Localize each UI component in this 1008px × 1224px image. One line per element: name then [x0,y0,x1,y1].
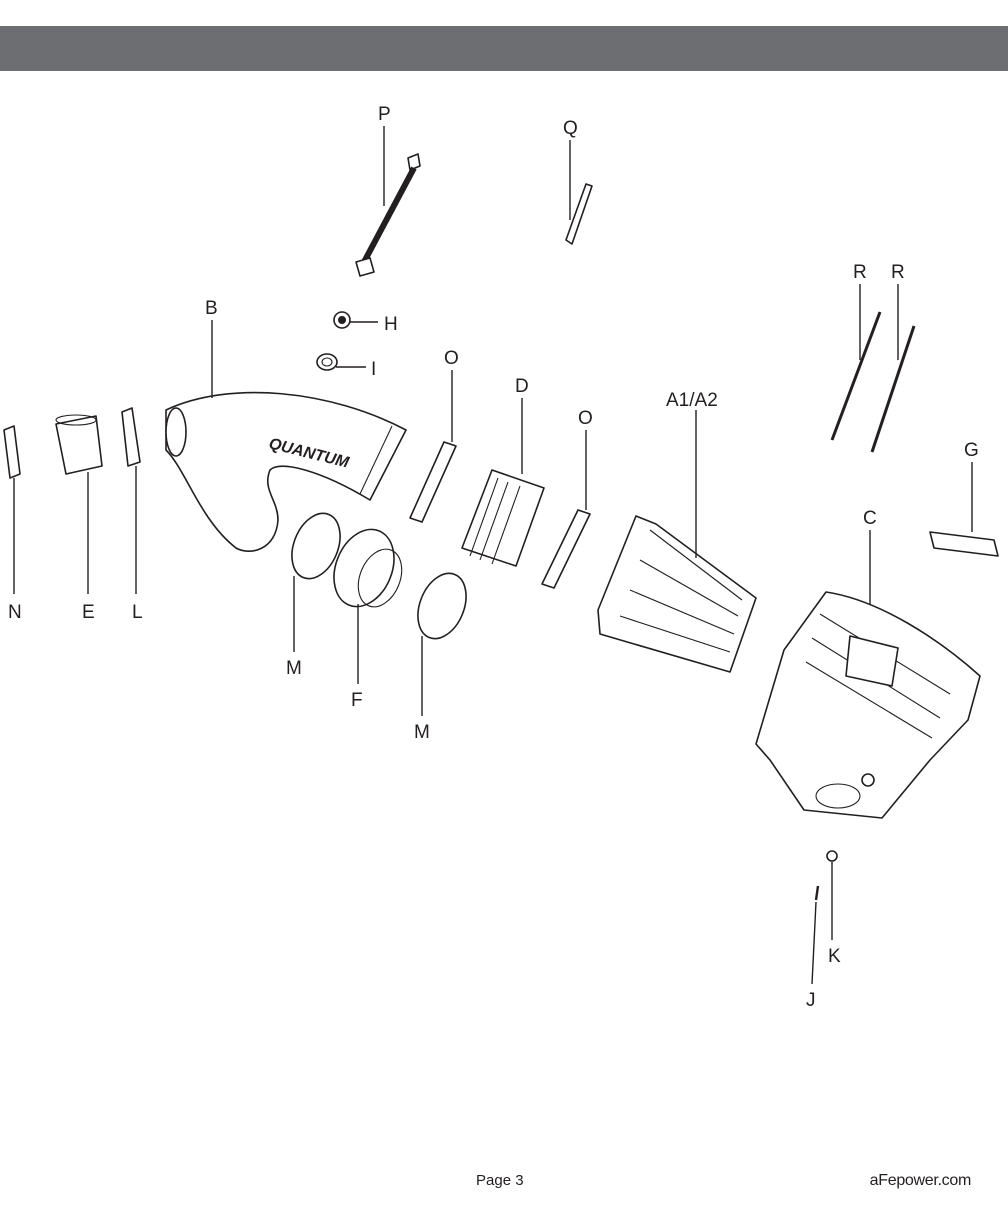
part-e-coupler [55,414,103,475]
callout-d: D [515,376,529,397]
part-k-washer [826,850,838,862]
part-p-harness [355,153,421,277]
part-b-intake-tube: QUANTUM [165,391,407,552]
callout-c: C [863,508,877,529]
callout-o-1: O [444,348,459,369]
part-j-screw [814,885,820,901]
callout-r-1: R [853,262,867,283]
part-i-grommet [316,353,338,371]
callout-b: B [205,298,218,319]
part-m-clamp-1 [291,512,341,580]
part-n-cap [3,425,21,479]
callout-j: J [806,990,816,1011]
header-bar [0,26,1008,71]
leader-lines [13,126,973,985]
callout-m-1: M [286,658,302,679]
footer-website[interactable]: aFepower.com [869,1172,972,1189]
callout-h: H [384,314,398,335]
part-o-gasket-1 [409,441,457,523]
part-a1a2-air-filter [597,515,757,673]
callout-o-2: O [578,408,593,429]
callout-m-2: M [414,722,430,743]
callout-i: I [371,359,376,380]
callout-a1a2: A1/A2 [666,390,718,411]
callout-n: N [8,602,22,623]
part-h-bolt [333,311,351,329]
part-q-strip [565,183,593,245]
callout-q: Q [563,118,578,139]
footer-page-number: Page 3 [476,1172,524,1189]
part-d-bellows [461,469,545,567]
part-c-airbox [755,591,981,819]
callout-l: L [132,602,143,623]
callout-g: G [964,440,979,461]
callout-k: K [828,946,841,967]
callout-p: P [378,104,391,125]
part-r-zip-ties [830,311,916,453]
callout-e: E [82,602,95,623]
part-o-gasket-2 [541,509,591,589]
callout-r-2: R [891,262,905,283]
part-f-coupler [333,528,403,608]
part-g-flange [929,531,999,557]
part-m-clamp-2 [417,572,467,640]
callout-f: F [351,690,363,711]
part-l-clip [121,407,141,467]
